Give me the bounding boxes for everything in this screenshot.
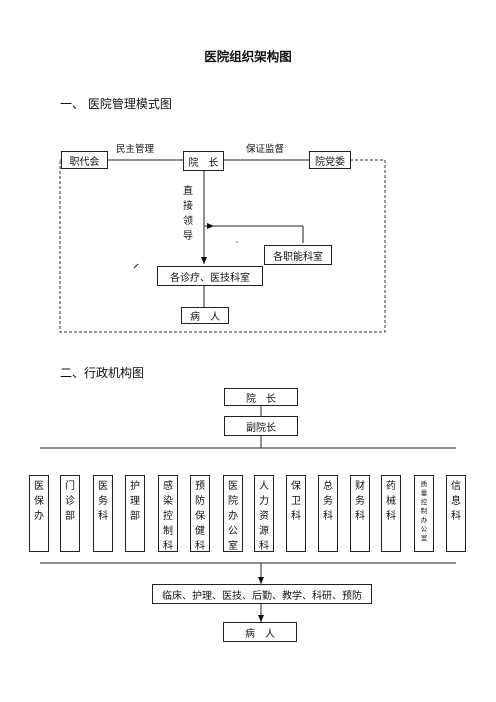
services-box: 临床、护理、医技、后勤、教学、科研、预防	[152, 584, 372, 604]
dept-column: 医院办公室	[223, 475, 243, 552]
section2-heading: 二、行政机构图	[60, 366, 145, 380]
president-box-2: 院 长	[224, 388, 298, 406]
dept-column: 总务科	[318, 475, 338, 552]
supervision-label: 保证监督	[246, 144, 285, 155]
dept-column: 保卫科	[286, 475, 306, 552]
dept-column: 质量控制办公室	[414, 475, 434, 552]
dept-column: 门诊部	[60, 475, 80, 552]
dept-column: 财务科	[350, 475, 370, 552]
dept-column: 人力资源科	[254, 475, 274, 552]
clinical-depts-box: 各诊疗、医技科室	[157, 266, 263, 286]
democratic-management-label: 民主管理	[116, 144, 155, 155]
patient-box-1: 病 人	[181, 307, 229, 324]
functional-depts-box: 各职能科室	[264, 245, 332, 265]
dept-column: 感染控制科	[158, 475, 178, 552]
dept-column: 护理部	[125, 475, 145, 552]
dept-column: 医务科	[93, 475, 113, 552]
staff-congress-box: 职代会	[61, 151, 108, 169]
president-box: 院 长	[183, 151, 224, 171]
direct-leadership-label: 直接领导	[183, 186, 193, 242]
patient-box-2: 病 人	[223, 622, 297, 642]
vice-president-box: 副院长	[224, 416, 298, 436]
page-title: 医院组织架构图	[204, 49, 292, 64]
party-committee-box: 院党委	[309, 151, 351, 169]
section1-heading: 一、 医院管理模式图	[60, 97, 172, 111]
dept-column: 医保办	[29, 475, 49, 552]
dept-column: 信息科	[446, 475, 466, 552]
dept-column: 药械科	[381, 475, 401, 552]
dept-column: 预防保健科	[190, 475, 210, 552]
